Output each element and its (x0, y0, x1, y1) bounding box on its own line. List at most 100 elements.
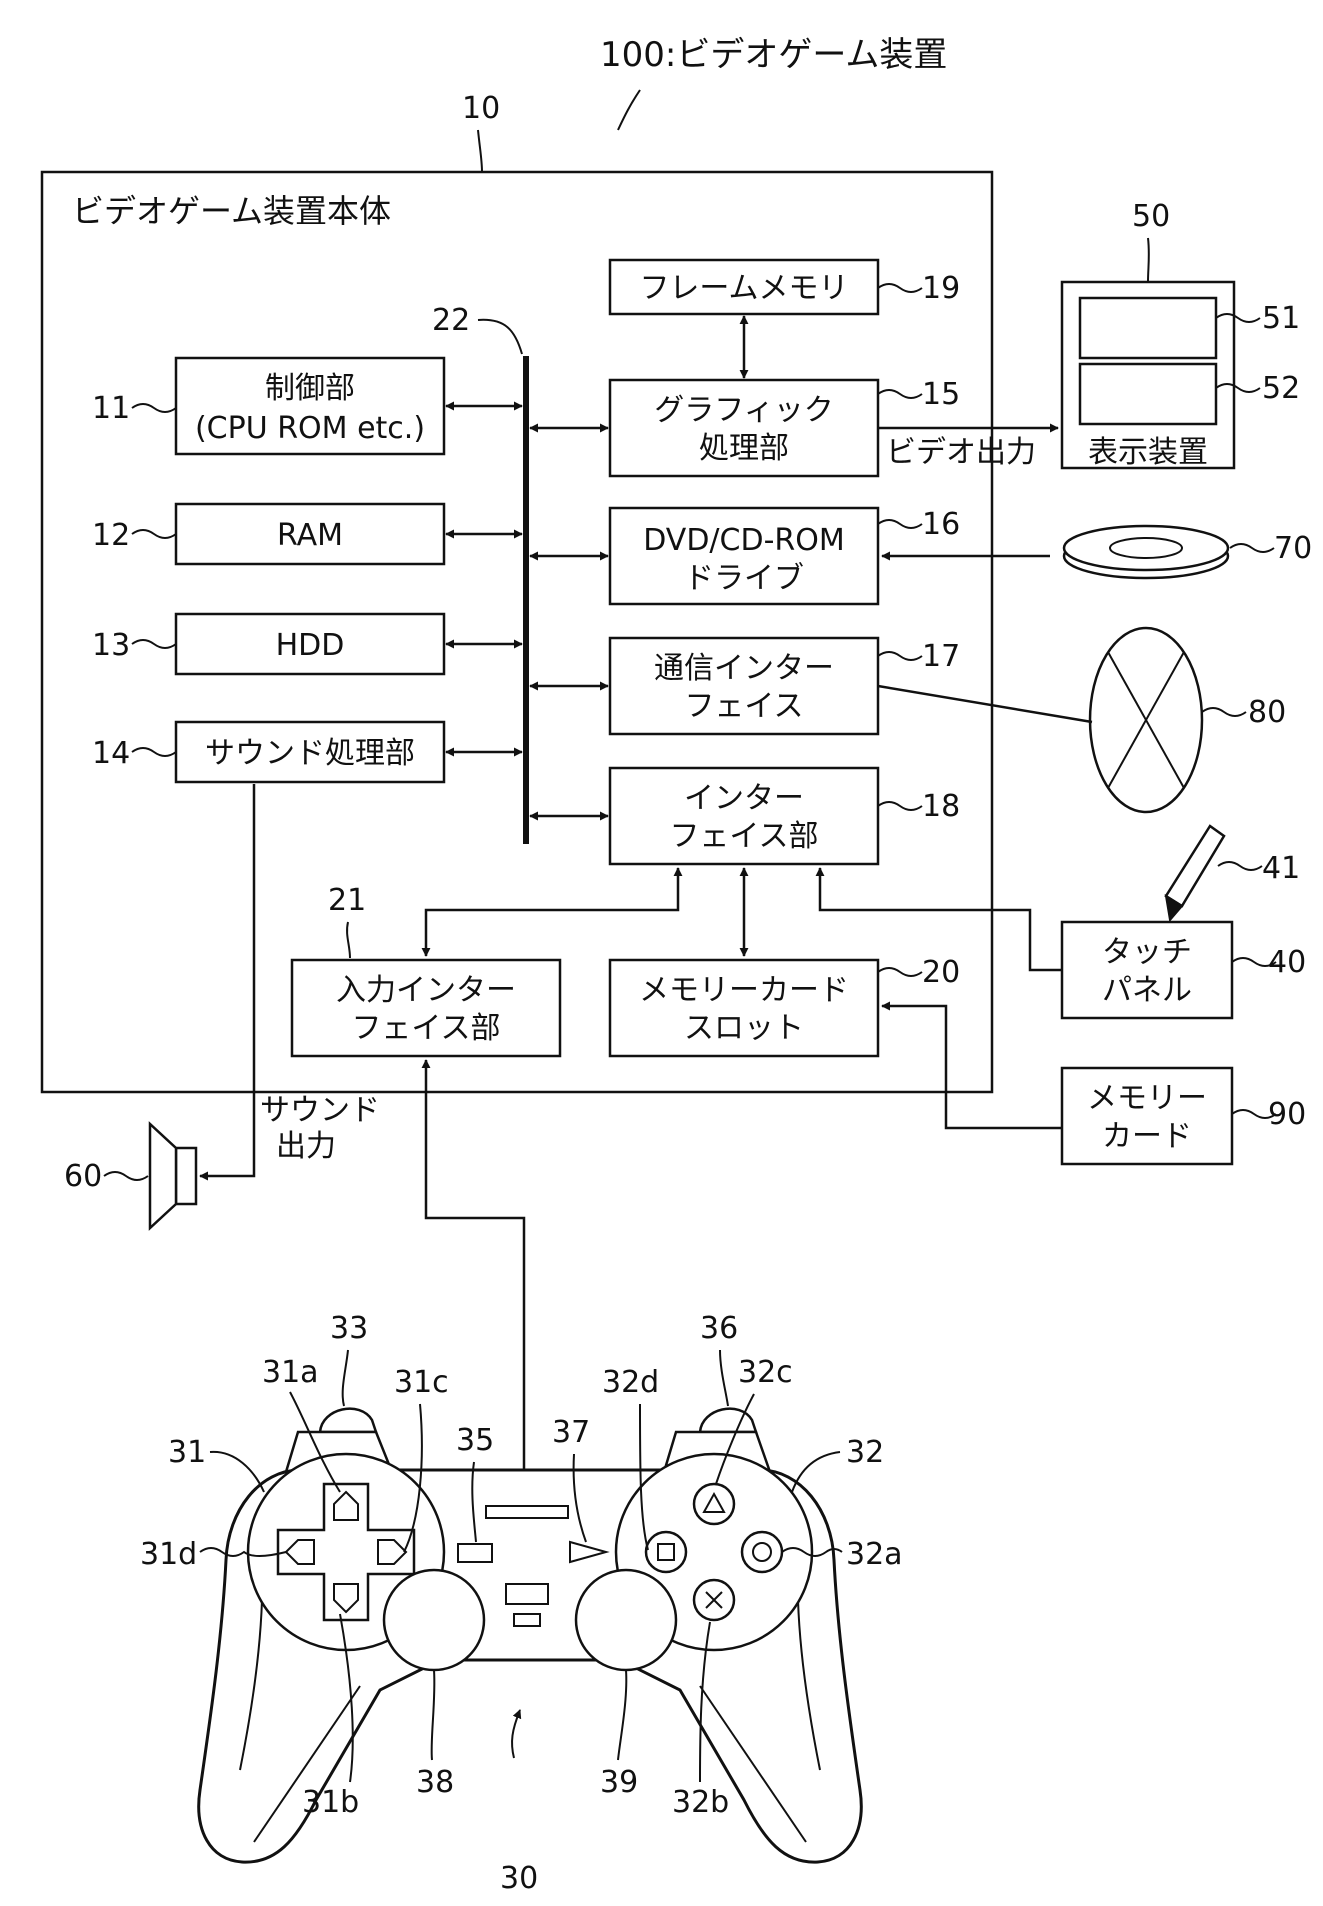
r-shoulder-button (698, 1407, 758, 1434)
hdd-leader (131, 639, 177, 649)
memory-card-block: メモリー カード (1060, 1066, 1234, 1166)
ram-leader (131, 529, 177, 539)
sound-out-sublabel: 出力 (276, 1129, 336, 1164)
card-slot-ref: 20 (922, 955, 960, 990)
leader-35 (471, 1461, 477, 1543)
leader-39 (617, 1669, 628, 1761)
leader-32d (639, 1403, 649, 1551)
right-analog-stick (574, 1568, 678, 1672)
video-out-label: ビデオ出力 (886, 435, 1036, 470)
d-pad-left (284, 1539, 315, 1565)
drive-ref: 16 (922, 507, 960, 542)
speaker-icon (148, 1121, 198, 1231)
leader-31c (403, 1403, 423, 1553)
square-button (644, 1530, 688, 1574)
leader-32c (715, 1393, 755, 1485)
mode-button (505, 1583, 549, 1605)
sound-out-label: サウンド (260, 1093, 380, 1128)
comm-label: 通信インター (654, 651, 834, 686)
leader-32b (699, 1621, 711, 1783)
screen2-leader (1215, 383, 1261, 393)
main-unit-label: ビデオゲーム装置本体 (72, 192, 391, 230)
memory-card-label: メモリー (1087, 1081, 1207, 1116)
leader-31 (209, 1450, 265, 1493)
control-label: 制御部 (265, 371, 355, 406)
start-button (569, 1540, 610, 1564)
controller-arrow-leader (511, 1709, 522, 1759)
interface-inputif-arrow (421, 867, 683, 957)
circle-button (740, 1530, 784, 1574)
drive-leader (877, 519, 923, 529)
card-slot-label: メモリーカード (639, 973, 849, 1008)
display-label: 表示装置 (1088, 435, 1208, 470)
speaker-ref: 60 (64, 1159, 102, 1194)
screen2-ref: 52 (1262, 371, 1300, 406)
control-sublabel: (CPU ROM etc.) (195, 411, 425, 446)
screen1-ref: 51 (1262, 301, 1300, 336)
label-37: 37 (552, 1415, 590, 1450)
graphics-block: グラフィック 処理部 (608, 378, 880, 478)
label-33: 33 (330, 1311, 368, 1346)
bus-ref: 22 (432, 303, 470, 338)
ram-ref: 12 (92, 518, 130, 553)
label-32c: 32c (738, 1355, 793, 1390)
label-31a: 31a (262, 1355, 319, 1390)
touch-panel-label: タッチ (1102, 935, 1192, 970)
card-slot-leader (877, 967, 923, 977)
label-31c: 31c (394, 1365, 449, 1400)
graphics-label: グラフィック (654, 393, 833, 428)
label-38: 38 (416, 1765, 454, 1800)
network-leader (1201, 707, 1247, 717)
display-screen-1 (1078, 296, 1218, 360)
interface-leader (877, 801, 923, 811)
frame-memory-label: フレームメモリ (639, 271, 848, 306)
sound-ref: 14 (92, 736, 130, 771)
leader-32a (781, 1547, 843, 1557)
interface-sublabel: フェイス部 (669, 819, 818, 854)
label-35: 35 (456, 1423, 494, 1458)
display-device: 表示装置 (1060, 280, 1236, 470)
comm-sublabel: フェイス (684, 689, 803, 724)
disc-leader (1229, 543, 1275, 553)
label-32a: 32a (846, 1537, 903, 1572)
d-pad (276, 1482, 416, 1622)
comm-leader (877, 651, 923, 661)
display-leader (1147, 237, 1150, 283)
bus-leader (477, 318, 523, 355)
label-32: 32 (846, 1435, 884, 1470)
controller-ref: 30 (500, 1861, 538, 1896)
leader-37 (572, 1453, 587, 1543)
speaker-leader (103, 1171, 149, 1181)
touch-panel-leader (1231, 957, 1277, 967)
drive-block: DVD/CD-ROM ドライブ (608, 506, 880, 606)
graphics-leader (877, 389, 923, 399)
label-39: 39 (600, 1765, 638, 1800)
input-if-block: 入力インター フェイス部 (290, 958, 562, 1058)
display-ref: 50 (1132, 199, 1170, 234)
input-if-label: 入力インター (336, 973, 516, 1008)
stylus-ref: 41 (1262, 851, 1300, 886)
frame-memory-block: フレームメモリ (608, 258, 880, 316)
hdd-block: HDD (174, 612, 446, 676)
label-31d: 31d (140, 1537, 197, 1572)
title-leader (617, 89, 641, 131)
hdd-ref: 13 (92, 628, 130, 663)
disc-icon (1062, 524, 1230, 580)
touchpanel-interface-arrow (815, 867, 1062, 972)
memorycard-slot-arrow (881, 1001, 1062, 1130)
control-block: 制御部 (CPU ROM etc.) (174, 356, 446, 456)
comm-network-line (877, 684, 1093, 724)
graphics-sublabel: 処理部 (699, 431, 789, 466)
l-shoulder-button (318, 1407, 378, 1434)
ram-label: RAM (277, 518, 343, 553)
drive-sublabel: ドライブ (684, 561, 804, 596)
select-button (457, 1543, 493, 1563)
leader-31b (339, 1613, 354, 1783)
figure-title: 100:ビデオゲーム装置 (600, 35, 947, 75)
leader-38 (430, 1669, 436, 1761)
frame-memory-ref: 19 (922, 271, 960, 306)
leader-31a (289, 1391, 341, 1493)
touch-panel-block: タッチ パネル (1060, 920, 1234, 1020)
interface-ref: 18 (922, 789, 960, 824)
